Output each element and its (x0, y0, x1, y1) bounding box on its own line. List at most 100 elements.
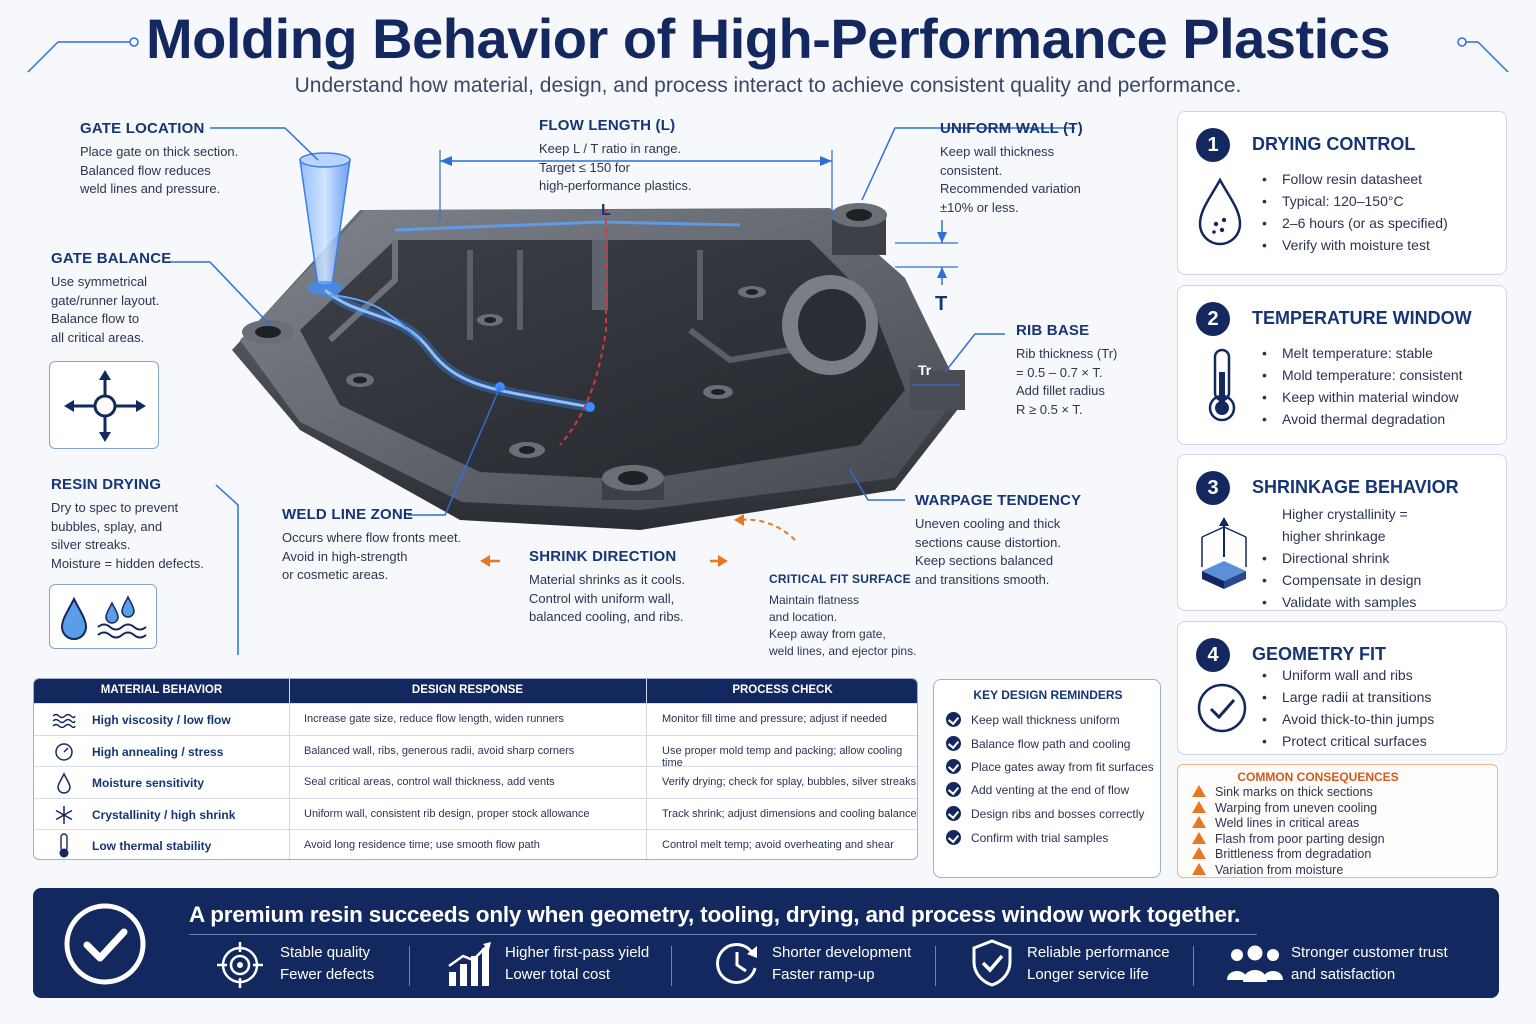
callout-line: Add fillet radius (1016, 383, 1105, 398)
design-cell: Balanced wall, ribs, generous radii, avo… (304, 744, 575, 757)
callout-line: high-performance plastics. (539, 178, 692, 193)
boss-top-right (831, 203, 887, 255)
callout-line: Use symmetrical (51, 274, 148, 289)
behavior-cell: High annealing / stress (92, 744, 224, 759)
callout-warpage: WARPAGE TENDENCY Uneven cooling and thic… (915, 492, 1081, 589)
callout-title: WELD LINE ZONE (282, 506, 414, 523)
process-cell: Use proper mold temp and packing; allow … (662, 744, 903, 769)
shrink-cube-icon (1201, 517, 1247, 589)
consequence-item: Brittleness from degradation (1192, 847, 1371, 861)
target-icon (217, 942, 263, 988)
callout-critical-fit: CRITICAL FIT SURFACE Maintain flatness a… (769, 572, 916, 660)
callout-title: GATE LOCATION (80, 120, 205, 137)
callout-line: silver streaks. (51, 537, 131, 552)
card-item: Verify with moisture test (1262, 234, 1448, 256)
card-item: Directional shrink (1262, 547, 1421, 569)
callout-line: Keep L / T ratio in range. (539, 141, 682, 156)
card-item: Compensate in design (1262, 569, 1421, 591)
card-item: Typical: 120–150°C (1262, 190, 1448, 212)
design-cell: Avoid long residence time; use smooth fl… (304, 839, 540, 851)
callout-line: Recommended variation (940, 181, 1081, 196)
reminder-item: Confirm with trial samples (946, 830, 1108, 845)
warning-icon (1192, 831, 1206, 844)
consequences-title: COMMON CONSEQUENCES (1237, 770, 1399, 784)
callout-line: Material shrinks as it cools. (529, 572, 686, 587)
waves-icon (52, 713, 76, 728)
behavior-cell: High viscosity / low flow (92, 713, 231, 727)
card-item: higher shrinkage (1282, 528, 1386, 544)
callout-line: sections cause distortion. (915, 534, 1061, 550)
card-item: 2–6 hours (or as specified) (1262, 212, 1448, 234)
card-drying-control: 1 DRYING CONTROL Follow resin datasheet … (1177, 111, 1507, 275)
label-tr: Tr (918, 362, 932, 378)
table-header: MATERIAL BEHAVIOR DESIGN RESPONSE PROCES… (34, 679, 917, 703)
process-cell: Track shrink; adjust dimensions and cool… (662, 807, 917, 820)
card-title: TEMPERATURE WINDOW (1252, 308, 1472, 328)
table-row: Low thermal stability Avoid long residen… (34, 829, 917, 859)
card-item: Melt temperature: stable (1262, 342, 1463, 364)
process-cell: Monitor fill time and pressure; adjust i… (662, 713, 888, 725)
consequence-item: Weld lines in critical areas (1192, 816, 1359, 830)
card-item: Uniform wall and ribs (1262, 664, 1434, 686)
boss-left (242, 320, 294, 344)
card-item: Avoid thermal degradation (1262, 408, 1463, 430)
callout-line: R ≥ 0.5 × T. (1016, 401, 1083, 417)
callout-line: Keep wall thickness (940, 144, 1055, 159)
balance-arrows-icon (64, 370, 146, 442)
clock-icon (716, 943, 757, 984)
reminders-title: KEY DESIGN REMINDERS (973, 688, 1123, 702)
water-drops-icon (60, 595, 147, 640)
growth-chart-icon (448, 942, 491, 986)
rib-block (910, 370, 965, 410)
callout-title: FLOW LENGTH (L) (539, 117, 676, 134)
column-header: PROCESS CHECK (732, 684, 833, 696)
callout-line: weld lines, and ejector pins. (769, 644, 917, 658)
callout-line: Maintain flatness (769, 593, 860, 607)
callout-title: RESIN DRYING (51, 476, 162, 493)
callout-line: balanced cooling, and ribs. (529, 609, 684, 624)
callout-line: Uneven cooling and thick (915, 516, 1061, 531)
callout-line: ±10% or less. (940, 199, 1019, 215)
label-t: T (935, 293, 947, 315)
check-circle-icon (64, 903, 146, 985)
step-number: 4 (1196, 638, 1230, 672)
callout-line: or cosmetic areas. (282, 567, 389, 582)
warning-icon (1192, 785, 1206, 797)
callout-weld-line: WELD LINE ZONE Occurs where flow fronts … (282, 506, 461, 585)
reminder-item: Balance flow path and cooling (946, 736, 1130, 751)
warning-icon (1192, 847, 1206, 859)
droplet-icon (57, 772, 71, 794)
check-icon (946, 782, 961, 797)
step-number: 3 (1196, 471, 1230, 505)
design-cell: Increase gate size, reduce flow length, … (304, 713, 564, 725)
card-item: Follow resin datasheet (1262, 168, 1448, 190)
behavior-cell: Moisture sensitivity (92, 776, 205, 790)
card-item: Protect critical surfaces (1262, 730, 1434, 752)
molded-part-diagram: L T Tr (168, 127, 1075, 655)
card-item: Avoid thick-to-thin jumps (1262, 708, 1434, 730)
boss-center-left (346, 286, 766, 458)
common-consequences: COMMON CONSEQUENCES Sink marks on thick … (1177, 764, 1498, 878)
step-number: 1 (1196, 128, 1230, 162)
reminder-item: Design ribs and bosses correctly (946, 806, 1144, 821)
callout-line: Control with uniform wall, (529, 590, 675, 606)
card-shrinkage-behavior: 3 SHRINKAGE BEHAVIOR Higher crystallinit… (1177, 454, 1507, 613)
callout-line: Occurs where flow fronts meet. (282, 530, 462, 545)
reminder-item: Add venting at the end of flow (946, 782, 1129, 797)
callout-line: Keep sections balanced (915, 553, 1054, 568)
header-decoration (27, 37, 1509, 73)
callout-line: = 0.5 – 0.7 × T. (1016, 364, 1103, 380)
table-row: Moisture sensitivity Seal critical areas… (34, 766, 917, 798)
warning-icon (1192, 816, 1206, 828)
callout-line: gate/runner layout. (51, 292, 160, 308)
label-l: L (601, 202, 611, 219)
callout-line: all critical areas. (51, 329, 145, 345)
shrink-arrows (480, 514, 796, 567)
process-cell: Verify drying; check for splay, bubbles,… (662, 776, 917, 788)
snowflake-icon (55, 805, 73, 824)
callout-line: Target ≤ 150 for (539, 159, 630, 175)
